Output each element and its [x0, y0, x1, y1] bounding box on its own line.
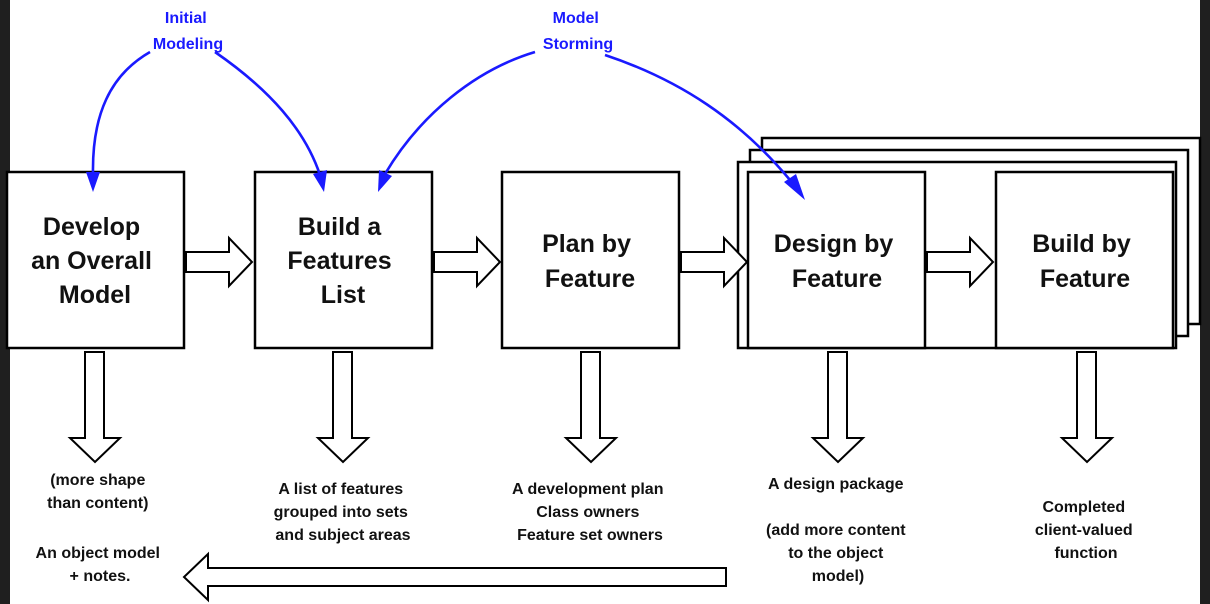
output-text-plan: A development plan Class owners Feature …: [512, 481, 668, 544]
output-arrow-design: [810, 351, 866, 464]
output-arrow-build: [1059, 351, 1115, 464]
initial-modeling-curve-left: [91, 50, 151, 175]
flow-arrow-2: [433, 235, 502, 289]
step-box-build-features-list: [253, 170, 434, 350]
step-label-develop-overall-model: Develop an Overall Model: [31, 213, 159, 309]
step-box-design-by-feature: [746, 170, 927, 350]
initial-modeling-arrowhead-left: [86, 172, 100, 192]
step-label-design-by-feature: Design by Feature: [774, 230, 900, 293]
flow-arrow-1: [185, 235, 254, 289]
model-storming-arrowhead-right: [784, 174, 805, 200]
output-arrow-develop: [67, 351, 123, 464]
output-text-develop: (more shape than content) An object mode…: [36, 472, 165, 585]
model-storming-label: Model Storming: [543, 10, 613, 53]
output-text-build: Completed client-valued function: [1035, 499, 1137, 562]
output-arrow-plan: [563, 351, 619, 464]
step-box-develop-overall-model: [5, 170, 186, 350]
flow-arrow-3: [680, 235, 749, 289]
feedback-arrow: [182, 551, 727, 603]
initial-modeling-curve-right: [214, 50, 322, 176]
step-label-plan-by-feature: Plan by Feature: [542, 230, 638, 293]
step-label-build-features-list: Build a Features List: [287, 213, 398, 309]
step-box-build-by-feature: [994, 170, 1175, 350]
output-text-design: A design package (add more content to th…: [766, 476, 910, 585]
model-storming-curve-left: [383, 50, 536, 175]
initial-modeling-label: Initial Modeling: [153, 10, 223, 53]
model-storming-arrowhead-left: [378, 170, 392, 192]
output-text-build-list: A list of features grouped into sets and…: [274, 481, 413, 544]
model-storming-curve-right: [604, 53, 791, 181]
flow-arrow-4: [926, 235, 995, 289]
initial-modeling-arrowhead-right: [313, 170, 327, 192]
step-box-plan-by-feature: [500, 170, 681, 350]
output-arrow-build-list: [315, 351, 371, 464]
step-label-build-by-feature: Build by Feature: [1032, 230, 1138, 293]
